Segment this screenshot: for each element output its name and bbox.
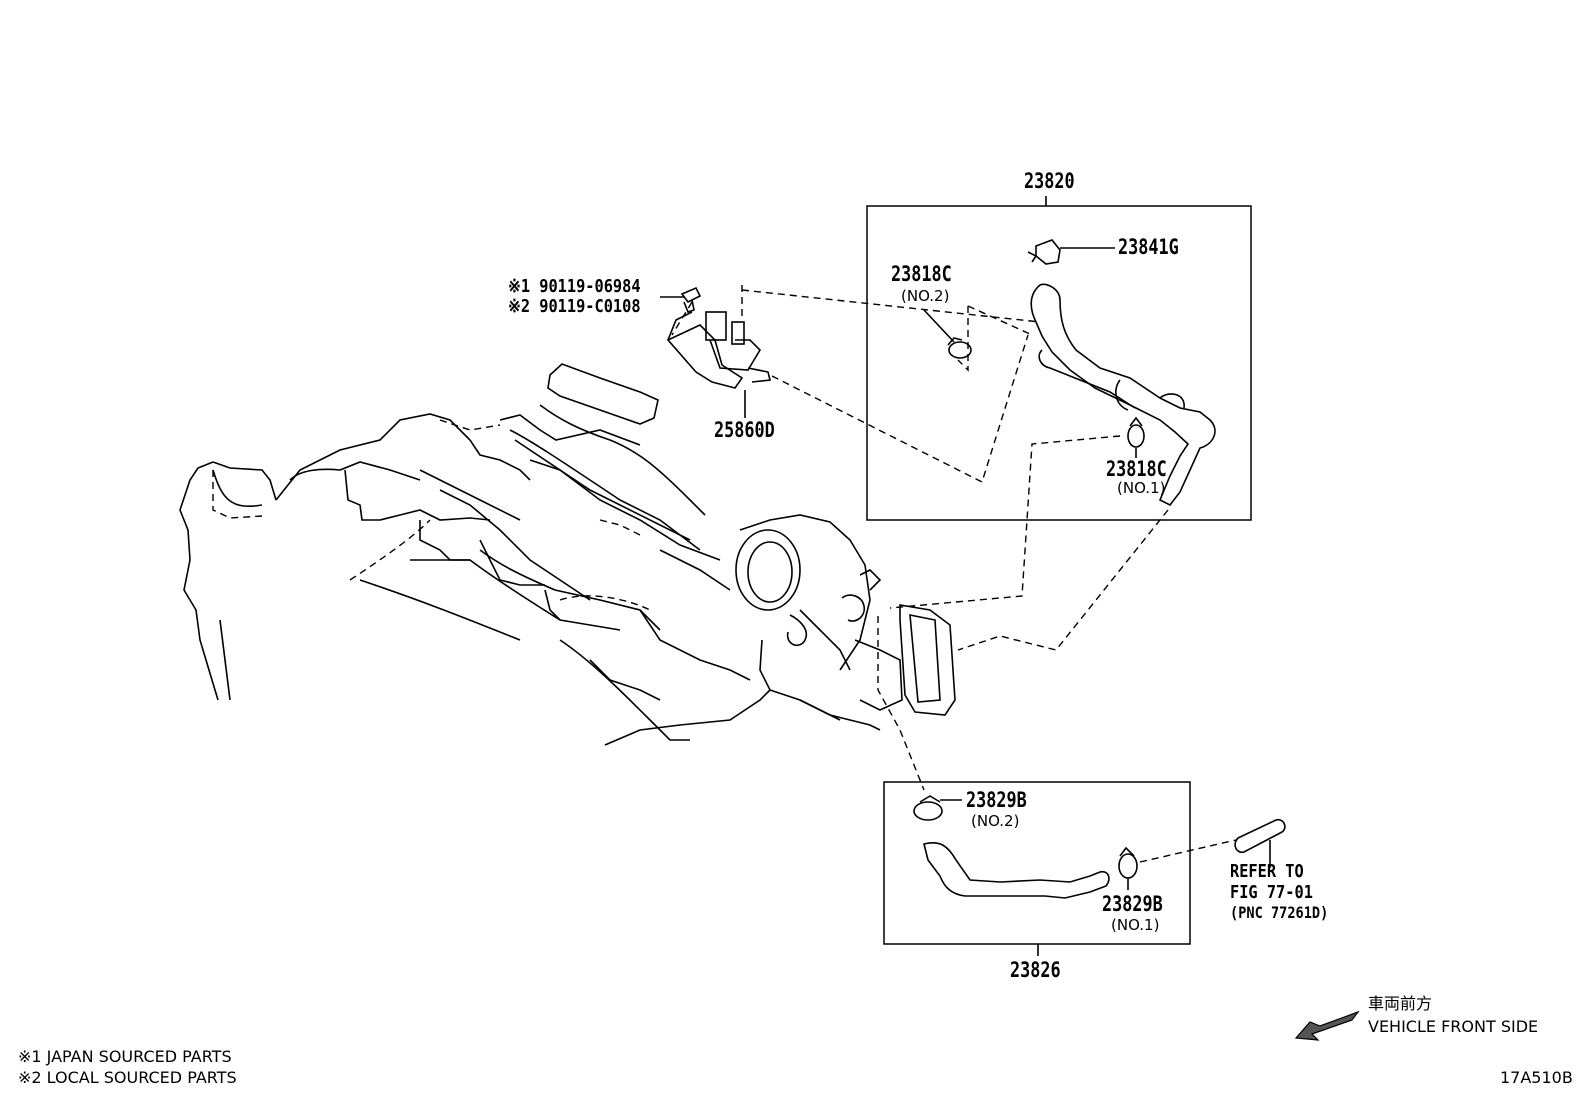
vehicle-front-arrow-icon xyxy=(1294,1010,1360,1041)
clip-23841g-icon xyxy=(1027,239,1061,265)
reference-line2: FIG 77-01 xyxy=(1230,882,1313,903)
reference-line3: (PNC 77261D) xyxy=(1230,903,1329,922)
dashed-connection-lines xyxy=(671,285,1237,863)
label-23841g: 23841G xyxy=(1118,235,1179,259)
reference-line1: REFER TO xyxy=(1230,861,1304,882)
label-23829b-no2-sub: (NO.2) xyxy=(971,812,1020,830)
label-23829b-no1: 23829B xyxy=(1102,892,1163,916)
clamp-23829b-no1-icon xyxy=(1118,846,1138,879)
label-23818c-no1: 23818C xyxy=(1106,457,1167,481)
assembly-box-23826 xyxy=(883,781,1191,945)
label-23829b-no2: 23829B xyxy=(966,788,1027,812)
assembly-box-23820 xyxy=(866,205,1252,521)
engine-outline xyxy=(179,363,956,746)
figure-code: 17A510B xyxy=(1500,1068,1573,1087)
label-23826: 23826 xyxy=(1010,958,1061,982)
clamp-23818c-no1-icon xyxy=(1127,416,1145,448)
purge-valve-25860d xyxy=(666,311,771,389)
orientation-en: VEHICLE FRONT SIDE xyxy=(1368,1017,1539,1036)
leader-lines xyxy=(660,247,1137,890)
label-bolt-japan: ※1 90119-06984 xyxy=(508,276,641,297)
label-bolt-local: ※2 90119-C0108 xyxy=(508,296,641,317)
label-23818c-no1-sub: (NO.1) xyxy=(1117,479,1166,497)
orientation-jp: 車両前方 xyxy=(1368,994,1433,1013)
legend-note-local: ※2 LOCAL SOURCED PARTS xyxy=(18,1068,237,1087)
label-23829b-no1-sub: (NO.1) xyxy=(1111,916,1160,934)
label-25860d: 25860D xyxy=(714,418,775,442)
clamp-23818c-no2-icon xyxy=(947,337,972,359)
label-23818c-no2-sub: (NO.2) xyxy=(901,287,950,305)
bolt-icon xyxy=(680,286,702,313)
referenced-hose xyxy=(1234,818,1286,868)
clamp-23829b-no2-icon xyxy=(913,795,943,821)
hose-23820 xyxy=(1030,283,1216,507)
legend-note-japan: ※1 JAPAN SOURCED PARTS xyxy=(18,1047,232,1066)
label-23820: 23820 xyxy=(1024,169,1075,193)
label-23818c-no2: 23818C xyxy=(891,262,952,286)
hose-23826 xyxy=(923,842,1110,899)
